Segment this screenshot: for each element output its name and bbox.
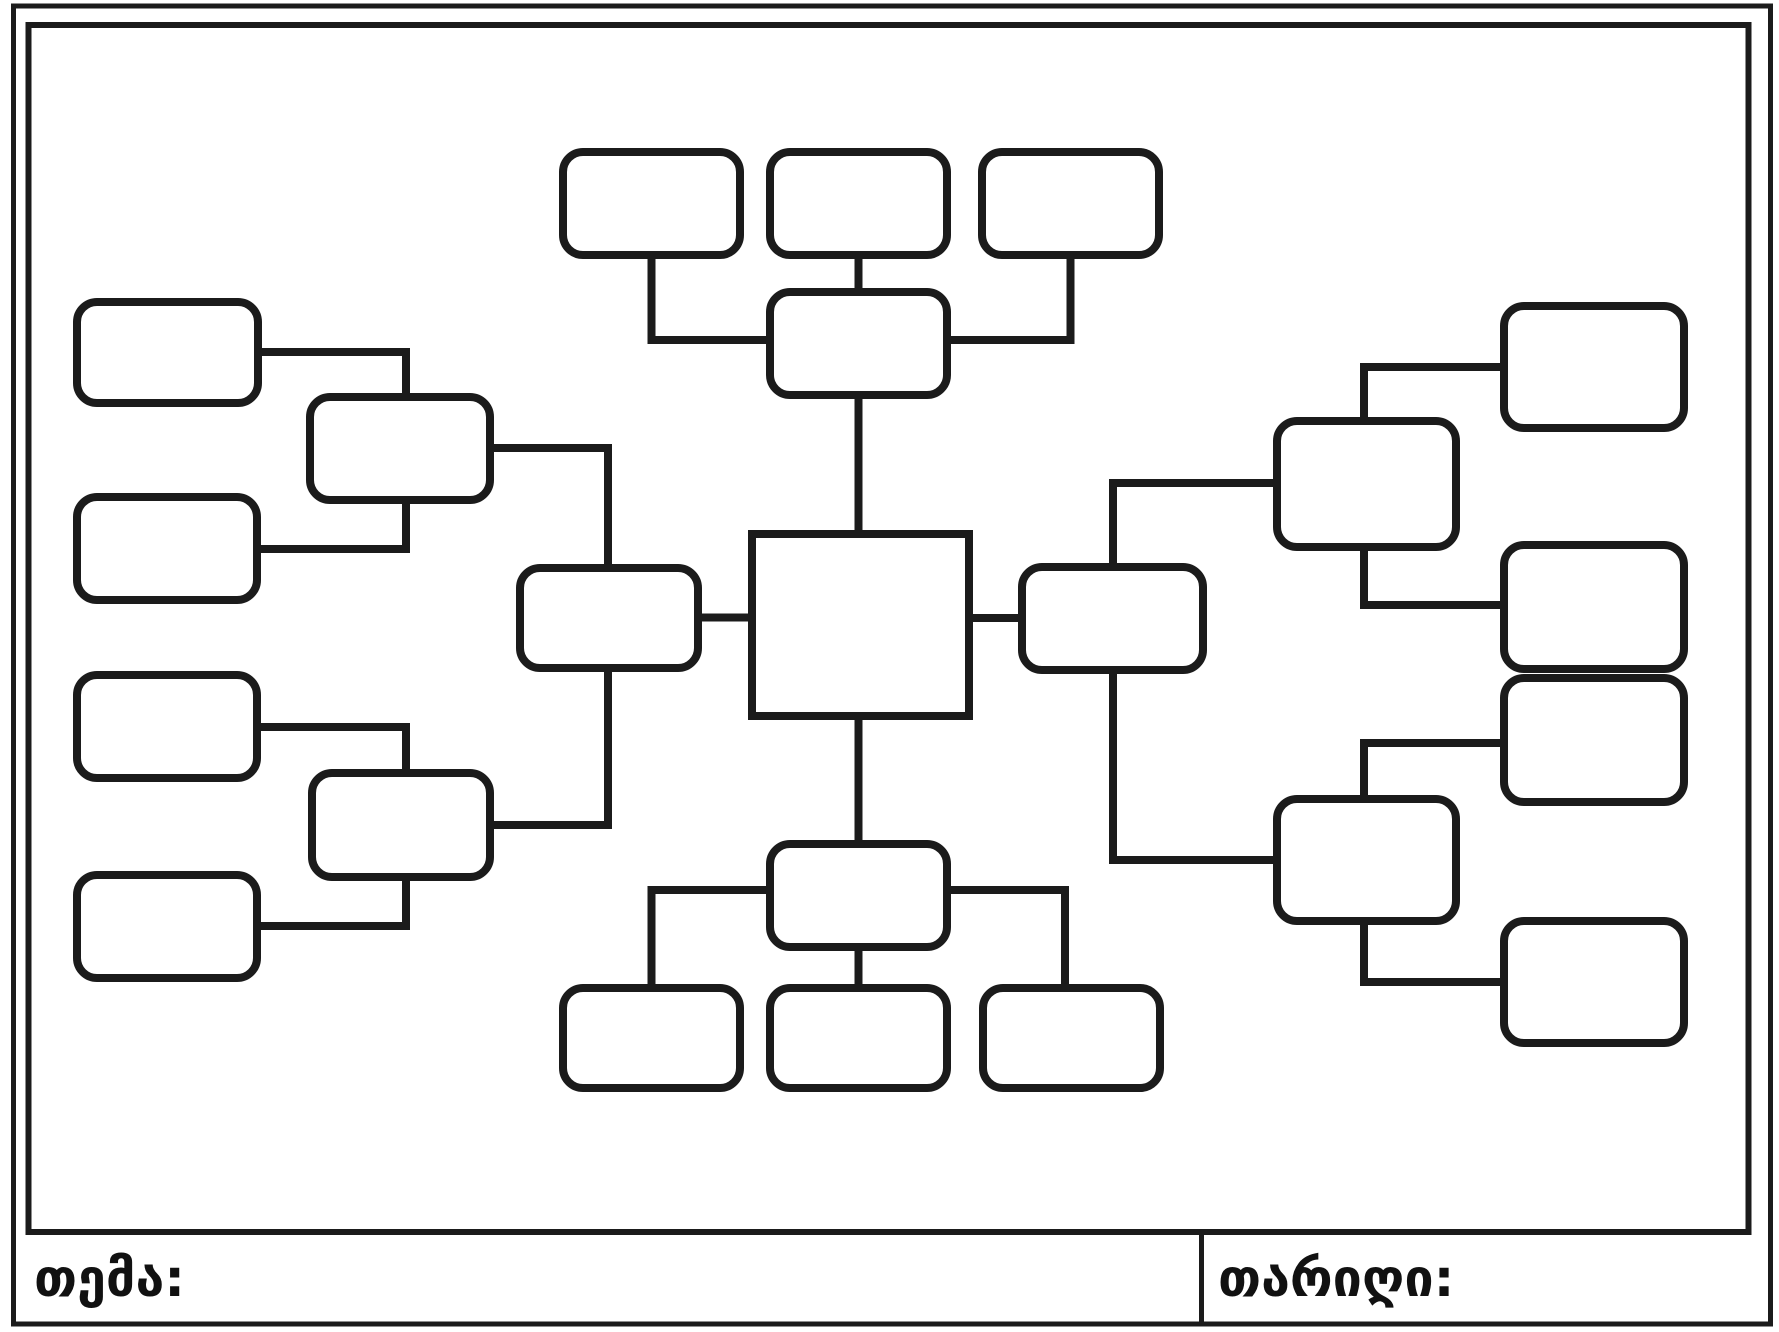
node-right-leaf-2 <box>1500 541 1688 673</box>
node-top-leaf-1 <box>559 148 744 259</box>
node-hub-bottom <box>766 840 951 951</box>
edge-hub-bottom-to-bottom-leaf-3 <box>943 886 1069 992</box>
node-left-leaf-1 <box>73 298 262 407</box>
edge-hub-right-to-branch-upper <box>1109 479 1281 571</box>
node-bottom-leaf-1 <box>559 984 744 1092</box>
node-left-branch-lower <box>308 769 494 881</box>
edge-hub-right-to-branch-lower <box>1109 666 1281 864</box>
node-right-branch-upper <box>1273 417 1460 551</box>
edge-right-branch-lower-to-leaf-3 <box>1360 739 1508 803</box>
edge-left-leaf-4-to-branch-lower <box>254 873 410 930</box>
node-left-leaf-4 <box>73 871 261 982</box>
edge-right-branch-upper-to-leaf-2 <box>1360 543 1508 609</box>
node-top-leaf-2 <box>766 148 951 259</box>
node-hub-left <box>516 564 702 672</box>
node-top-leaf-3 <box>978 148 1163 259</box>
edge-left-leaf-1-to-branch-upper <box>254 348 410 401</box>
node-right-branch-lower <box>1273 795 1460 925</box>
node-left-leaf-2 <box>73 493 261 604</box>
node-bottom-leaf-2 <box>766 984 951 1092</box>
outer-border <box>11 3 1773 1327</box>
edge-left-leaf-3-to-branch-lower <box>254 723 410 777</box>
node-center-topic <box>748 530 973 720</box>
edge-left-leaf-2-to-branch-upper <box>254 496 410 553</box>
node-left-leaf-3 <box>73 671 261 782</box>
node-bottom-leaf-3 <box>979 984 1164 1092</box>
edge-left-branch-upper-to-hub <box>486 444 612 572</box>
edge-right-branch-upper-to-leaf-1 <box>1360 363 1508 425</box>
edge-right-branch-lower-to-leaf-4 <box>1360 917 1508 986</box>
edge-left-branch-lower-to-hub <box>486 664 612 829</box>
node-hub-top <box>766 288 951 399</box>
node-right-leaf-1 <box>1500 302 1688 432</box>
edge-top-leaf-1-to-hub-top <box>647 255 774 344</box>
inner-border <box>25 22 1752 1235</box>
node-right-leaf-3 <box>1500 674 1688 806</box>
edge-top-leaf-3-to-hub-top <box>943 255 1075 344</box>
node-hub-right <box>1018 563 1207 674</box>
edge-hub-bottom-to-bottom-leaf-1 <box>647 886 774 992</box>
node-right-leaf-4 <box>1500 917 1688 1047</box>
node-left-branch-upper <box>306 393 494 504</box>
